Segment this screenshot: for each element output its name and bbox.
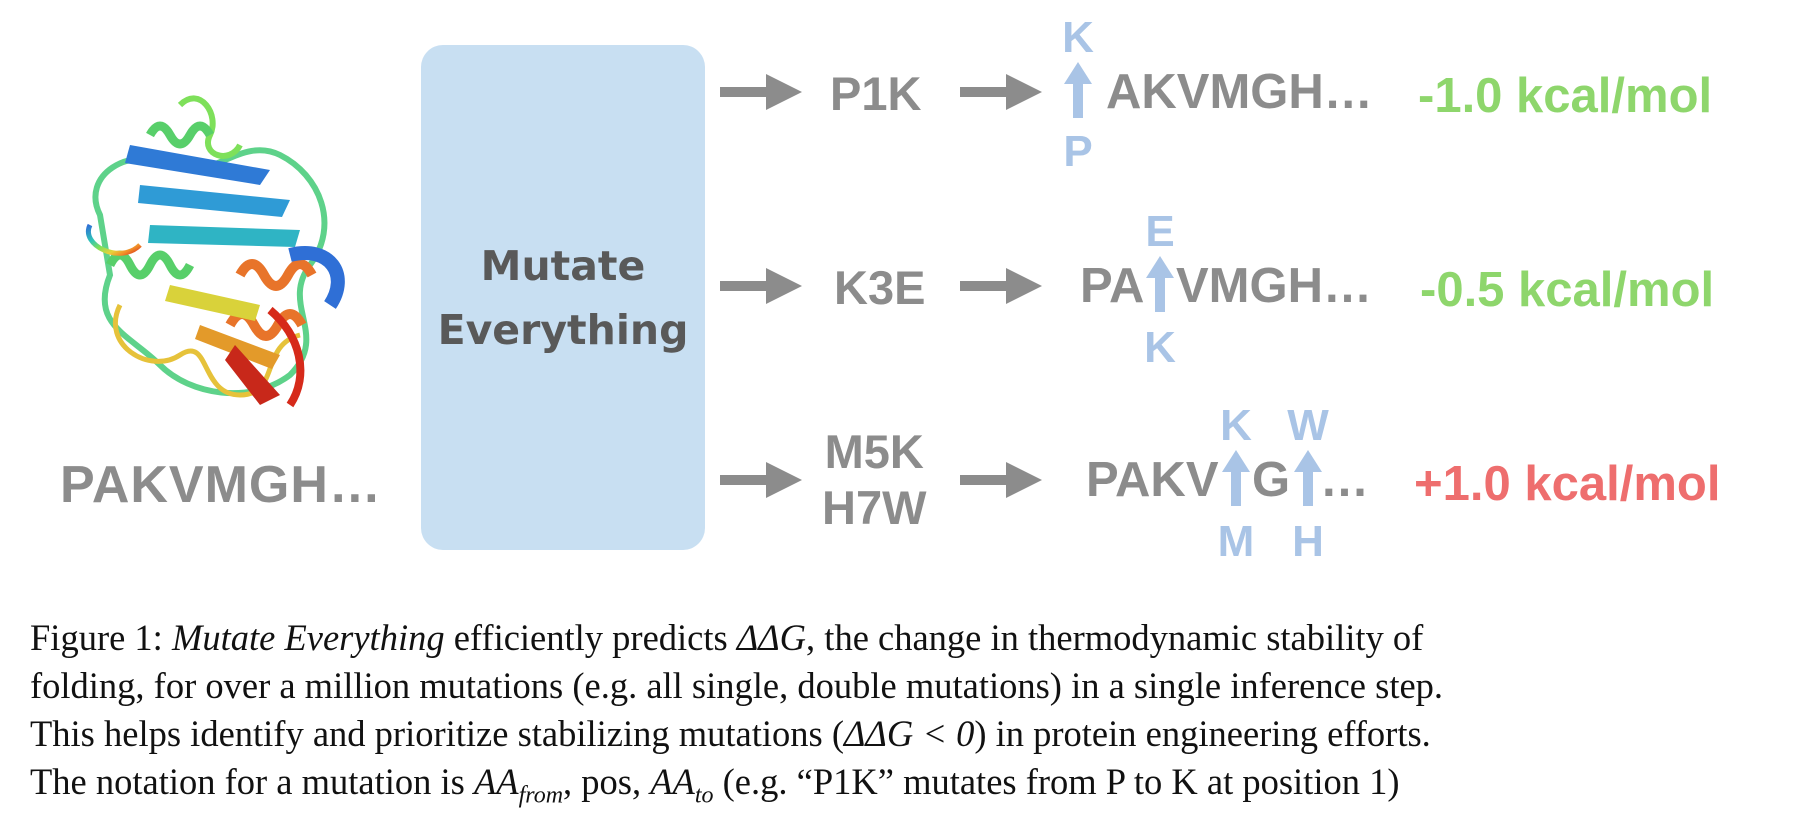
caption-line: The notation for a mutation is AAfrom, p… [30, 758, 1790, 819]
sequence-part: PAKV [1086, 453, 1219, 507]
sequence-part: … [1320, 453, 1369, 507]
right-arrow-icon [720, 462, 802, 498]
up-arrow-icon [1064, 62, 1092, 118]
mutate-everything-box: Mutate Everything [421, 45, 705, 550]
sequence-part: G [1252, 453, 1291, 507]
figure: PAKVMGH… Mutate Everything P1K K P AKVMG… [60, 13, 1721, 566]
caption-text: efficiently predicts [444, 617, 737, 658]
caption-text: Figure 1: [30, 617, 172, 658]
mutant-residue: K [1220, 401, 1252, 450]
caption-math: ΔΔG [736, 617, 807, 658]
caption-line: folding, for over a million mutations (e… [30, 665, 1444, 706]
mutant-residue: W [1287, 401, 1329, 450]
ddg-value: -0.5 kcal/mol [1420, 263, 1715, 317]
caption-math: AA [474, 761, 519, 802]
up-arrow-icon [1146, 256, 1174, 312]
caption-math: AA [650, 761, 695, 802]
caption-text: , the change in thermodynamic stability … [806, 617, 1424, 658]
up-arrow-icon [1222, 450, 1250, 506]
caption-text: The notation for a mutation is [30, 761, 474, 802]
mutated-sequence: AKVMGH… [1106, 65, 1373, 119]
mutation-code-line: H7W [822, 481, 927, 534]
wildtype-residue: H [1292, 517, 1324, 566]
sequence-prefix: PA [1080, 259, 1145, 313]
caption-line: Figure 1: Mutate Everything efficiently … [30, 614, 1790, 662]
wildtype-residue: P [1063, 127, 1093, 176]
mutation-code: M5K H7W [822, 424, 926, 536]
model-label-line1: Mutate [480, 241, 646, 290]
caption-text: (e.g. “P1K” mutates from P to K at posit… [713, 761, 1400, 802]
caption-line: This helps identify and prioritize stabi… [30, 710, 1790, 758]
caption-text: , pos, [563, 761, 651, 802]
sequence-rest: VMGH… [1176, 259, 1372, 313]
caption-text: This helps identify and prioritize stabi… [30, 713, 844, 754]
ddg-value: -1.0 kcal/mol [1418, 69, 1713, 123]
right-arrow-icon [960, 462, 1042, 498]
right-arrow-icon [720, 74, 802, 110]
right-arrow-icon [960, 74, 1042, 110]
caption-subscript: to [694, 782, 714, 809]
caption-subscript: from [518, 782, 564, 809]
mutation-code: K3E [834, 260, 925, 316]
right-arrow-icon [720, 268, 802, 304]
caption-math: ΔΔG < 0 [844, 713, 975, 754]
mutation-code: P1K [830, 66, 921, 122]
input-sequence: PAKVMGH… [60, 456, 382, 514]
caption-text: ) in protein engineering efforts. [974, 713, 1431, 754]
figure-caption: Figure 1: Mutate Everything efficiently … [30, 614, 1790, 819]
mutation-code-line: P1K [830, 67, 922, 120]
mutation-code-line: M5K [824, 425, 924, 478]
model-label-line2: Everything [437, 305, 689, 354]
mutation-code-line: K3E [834, 261, 926, 314]
wildtype-residue: K [1144, 323, 1176, 372]
caption-emphasis: Mutate Everything [171, 617, 445, 658]
ddg-value: +1.0 kcal/mol [1414, 457, 1721, 511]
mutant-residue: E [1145, 207, 1175, 256]
up-arrow-icon [1294, 450, 1322, 506]
wildtype-residue: M [1217, 517, 1255, 566]
right-arrow-icon [960, 268, 1042, 304]
protein-structure-icon [85, 95, 345, 408]
mutant-residue: K [1062, 13, 1094, 62]
